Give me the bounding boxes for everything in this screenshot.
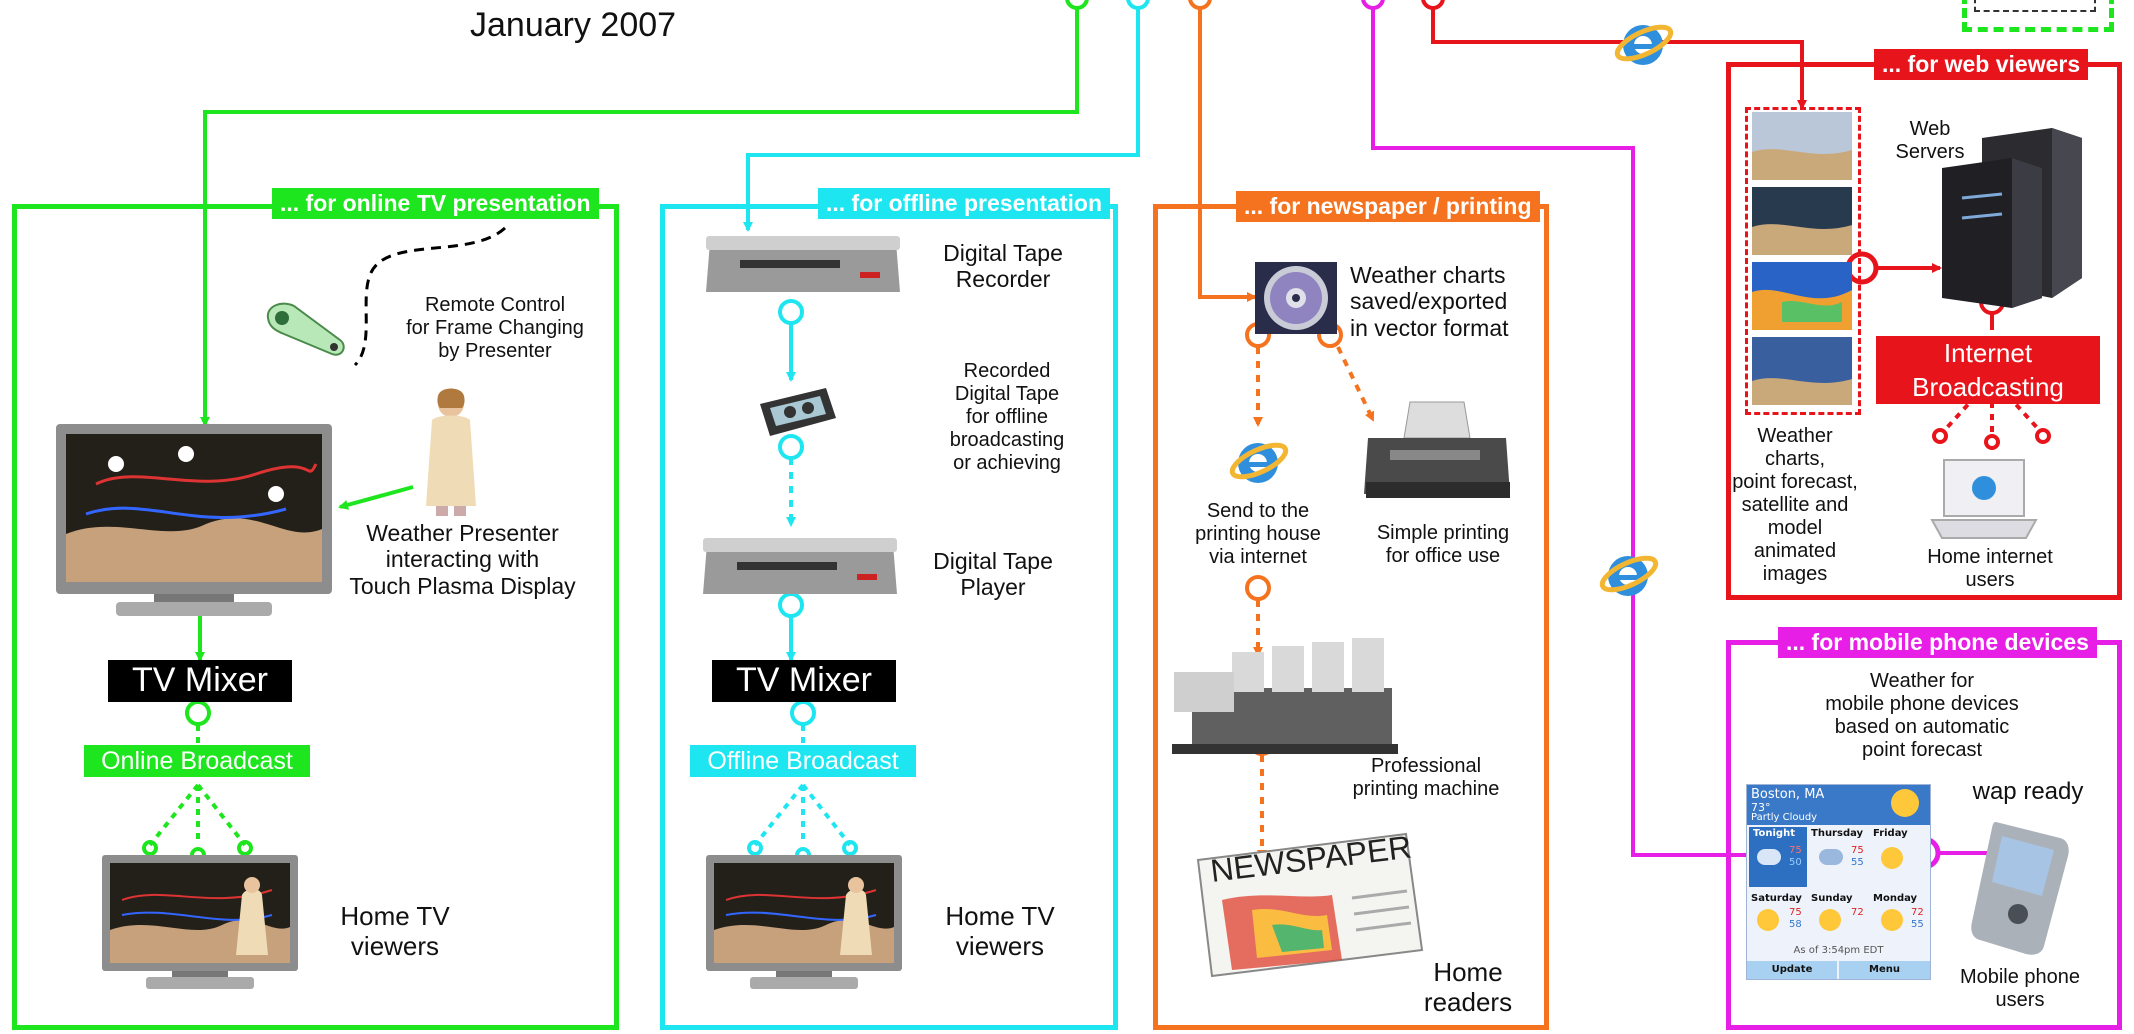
recorded-tape-label: Recorded Digital Tape for offline broadc… (949, 360, 1065, 474)
offline-home-viewers-label: Home TV viewers (945, 901, 1055, 961)
offline-broadcast-label: Offline Broadcast (690, 745, 916, 777)
ie-icon (1229, 442, 1289, 483)
online-route-line (200, 8, 1079, 427)
ie-icon (1599, 555, 1659, 596)
offline-tv-mixer: TV Mixer (712, 660, 896, 702)
presenter-arrow (338, 485, 414, 510)
ie-icon (1614, 24, 1674, 65)
day-hi: 75 (1851, 845, 1864, 856)
professional-printing-label: Professional printing machine (1352, 755, 1500, 800)
widget-menu-button[interactable]: Menu (1839, 961, 1930, 979)
widget-temp: 73° (1751, 801, 1771, 814)
web-servers-label: Web Servers (1895, 118, 1965, 163)
sun-cloud-icon (1891, 789, 1919, 817)
day-lo: 50 (1789, 857, 1802, 868)
presenter-label: Weather Presenter interacting with Touch… (349, 520, 576, 599)
office-printer-icon (1364, 401, 1510, 498)
day-hi: 72 (1911, 907, 1924, 918)
day-label: Saturday (1751, 893, 1802, 904)
home-tv-screen (706, 855, 902, 989)
day-label: Monday (1873, 893, 1918, 904)
online-tv-mixer: TV Mixer (108, 660, 292, 702)
mobile-description-label: Weather for mobile phone devices based o… (1825, 670, 2019, 761)
day-hi: 75 (1789, 845, 1802, 856)
day-label: Sunday (1811, 893, 1853, 904)
cloud-icon (1757, 849, 1781, 865)
day-label: Tonight (1753, 828, 1795, 839)
cd-disc-icon (1255, 262, 1337, 334)
wap-ready-label: wap ready (1972, 778, 2084, 805)
widget-cond: Partly Cloudy (1751, 812, 1818, 823)
legend-inner-fragment (1974, 0, 2096, 12)
weather-thumbnail (1752, 262, 1852, 330)
weather-thumbnail (1752, 337, 1852, 405)
newspaper-panel-title: ... for newspaper / printing (1236, 191, 1540, 222)
widget-update-button[interactable]: Update (1747, 961, 1837, 979)
day-label: Thursday (1811, 828, 1864, 839)
offline-route-line (743, 8, 1140, 232)
legend-box-fragment (1962, 0, 2114, 32)
sun-cloud-icon (1881, 847, 1903, 869)
web-images-label: Weather charts, point forecast, satellit… (1732, 425, 1858, 585)
newspaper-route-line (1198, 8, 1257, 302)
web-servers-icon (1942, 128, 2082, 308)
day-lo: 58 (1789, 919, 1802, 930)
date-label: January 2007 (470, 6, 677, 44)
internet-broadcasting-label: Internet Broadcasting (1876, 336, 2100, 404)
tape-player-label: Digital Tape Player (933, 548, 1053, 601)
source-taps (1065, 0, 1445, 10)
mobile-panel-title: ... for mobile phone devices (1778, 627, 2097, 658)
weather-charts-saved-label: Weather charts saved/exported in vector … (1350, 262, 1509, 341)
online-home-viewers-label: Home TV viewers (340, 901, 450, 961)
home-readers-label: Home readers (1423, 957, 1513, 1017)
digital-tape-recorder (706, 236, 900, 292)
weather-thumbnail (1752, 112, 1852, 180)
home-tv-screen (102, 855, 298, 989)
sun-cloud-icon (1757, 909, 1779, 931)
remote-cable (353, 226, 507, 367)
send-printing-house-label: Send to the printing house via internet (1195, 500, 1321, 568)
online-panel-title: ... for online TV presentation (272, 188, 599, 219)
day-label: Friday (1873, 828, 1908, 839)
digital-tape-player (703, 538, 897, 594)
web-route-line (1431, 8, 1807, 110)
home-internet-users-label: Home internet users (1927, 546, 2053, 591)
day-lo: 55 (1911, 919, 1924, 930)
weather-thumbnail-strip (1745, 107, 1861, 415)
remote-control-label: Remote Control for Frame Changing by Pre… (406, 294, 584, 362)
mobile-weather-widget: Boston, MA 73° Partly Cloudy Tonight 75 … (1746, 784, 1931, 980)
newspaper-icon: NEWSPAPER (1196, 830, 1424, 978)
offline-panel-title: ... for offline presentation (818, 188, 1111, 219)
widget-asof: As of 3:54pm EDT (1793, 945, 1884, 956)
cloud-icon (1819, 849, 1843, 865)
web-panel-title: ... for web viewers (1874, 49, 2089, 80)
widget-city: Boston, MA (1751, 787, 1825, 802)
remote-control-icon (266, 302, 345, 356)
online-broadcast-label: Online Broadcast (84, 745, 310, 777)
weather-presenter-figure (426, 388, 476, 516)
digital-tape-cassette (760, 388, 836, 436)
sun-cloud-icon (1881, 909, 1903, 931)
professional-printing-machine (1172, 638, 1398, 754)
weather-thumbnail (1752, 187, 1852, 255)
tape-recorder-label: Digital Tape Recorder (943, 240, 1063, 293)
day-lo: 55 (1851, 857, 1864, 868)
sun-cloud-icon (1819, 909, 1841, 931)
simple-printing-label: Simple printing for office use (1376, 522, 1510, 567)
day-hi: 75 (1789, 907, 1802, 918)
day-hi: 72 (1851, 907, 1864, 918)
mobile-phone-icon (1971, 822, 2069, 955)
mobile-users-label: Mobile phone users (1959, 966, 2081, 1011)
laptop-icon (1930, 459, 2038, 539)
mobile-route-line (1371, 8, 1757, 860)
plasma-display (56, 424, 332, 616)
